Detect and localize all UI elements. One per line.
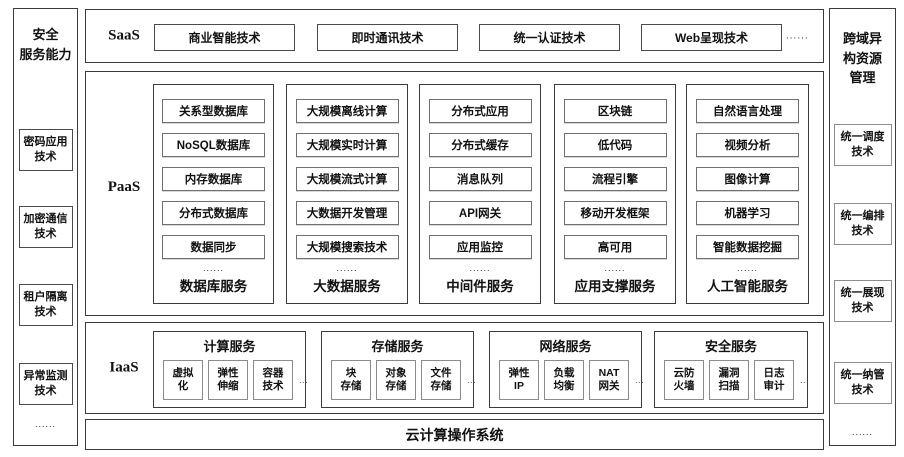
paas-column-middleware-title: 中间件服务 bbox=[446, 279, 514, 294]
left-sidebar-ellipsis: ...... bbox=[34, 419, 56, 429]
iaas-item-cloud-firewall: 云防 火墙 bbox=[664, 360, 704, 400]
iaas-group-network-title: 网络服务 bbox=[539, 339, 592, 354]
iaas-label: IaaS bbox=[109, 359, 139, 376]
paas-layer: PaaS 关系型数据库 NoSQL数据库 内存数据库 分布式数据库 数据同步 .… bbox=[85, 71, 824, 316]
left-item-tenant-isolation-tech: 租户隔离 技术 bbox=[18, 284, 73, 326]
saas-item-unified-authentication: 统一认证技术 bbox=[479, 24, 620, 51]
iaas-item-virtualization: 虚拟 化 bbox=[163, 360, 203, 400]
cloud-os-label: 云计算操作系统 bbox=[405, 426, 504, 443]
paas-item-process-engine: 流程引擎 bbox=[563, 167, 667, 191]
left-sidebar-title: 安全 服务能力 bbox=[19, 27, 72, 62]
paas-item-mobile-dev-framework: 移动开发框架 bbox=[563, 201, 667, 225]
paas-column-app-support-title: 应用支撑服务 bbox=[574, 279, 656, 294]
iaas-item-nat-gateway: NAT 网关 bbox=[589, 360, 629, 400]
paas-item-api-gateway: API网关 bbox=[428, 201, 532, 225]
paas-column-ai-ellipsis: ...... bbox=[736, 263, 758, 273]
paas-item-nlp: 自然语言处理 bbox=[696, 99, 799, 123]
iaas-group-network-ellipsis: ... bbox=[635, 375, 645, 385]
right-sidebar-resource-management: 跨域异 构资源 管理 统一调度 技术 统一编排 技术 统一展现 技术 统一纳管 … bbox=[829, 8, 896, 446]
right-item-unified-orchestration-tech: 统一编排 技术 bbox=[833, 203, 892, 245]
iaas-group-storage-title: 存储服务 bbox=[371, 339, 424, 354]
iaas-item-container-tech: 容器 技术 bbox=[253, 360, 293, 400]
iaas-group-storage-row: 块 存储 对象 存储 文件 存储 ... bbox=[322, 360, 477, 400]
cloud-os-bar: 云计算操作系统 bbox=[85, 419, 824, 450]
paas-column-ai-title: 人工智能服务 bbox=[707, 279, 788, 294]
paas-column-database-title: 数据库服务 bbox=[179, 279, 248, 294]
iaas-group-security-title: 安全服务 bbox=[704, 339, 757, 354]
saas-item-web-presentation: Web呈现技术 bbox=[641, 24, 782, 51]
saas-ellipsis: ...... bbox=[786, 30, 809, 42]
iaas-item-block-storage: 块 存储 bbox=[331, 360, 371, 400]
iaas-group-compute: 计算服务 虚拟 化 弹性 伸缩 容器 技术 ... bbox=[153, 331, 309, 408]
saas-item-instant-messaging: 即时通讯技术 bbox=[317, 24, 458, 51]
paas-item-high-availability: 高可用 bbox=[563, 235, 667, 259]
paas-column-app-support-ellipsis: ...... bbox=[604, 263, 626, 273]
paas-item-nosql-db: NoSQL数据库 bbox=[162, 133, 265, 157]
paas-column-bigdata: 大规模离线计算 大规模实时计算 大规模流式计算 大数据开发管理 大规模搜索技术 … bbox=[286, 84, 408, 304]
iaas-group-security-row: 云防 火墙 漏洞 扫描 日志 审计 ... bbox=[655, 360, 810, 400]
paas-item-video-analysis: 视频分析 bbox=[696, 133, 799, 157]
iaas-item-load-balancing: 负载 均衡 bbox=[544, 360, 584, 400]
paas-item-app-monitoring: 应用监控 bbox=[428, 235, 532, 259]
paas-item-distributed-app: 分布式应用 bbox=[428, 99, 532, 123]
iaas-group-security: 安全服务 云防 火墙 漏洞 扫描 日志 审计 ... bbox=[654, 331, 810, 408]
paas-item-blockchain: 区块链 bbox=[563, 99, 667, 123]
saas-item-business-intelligence: 商业智能技术 bbox=[154, 24, 295, 51]
iaas-item-object-storage: 对象 存储 bbox=[376, 360, 416, 400]
saas-label: SaaS bbox=[108, 27, 140, 44]
paas-label: PaaS bbox=[107, 179, 141, 195]
paas-item-offline-computing: 大规模离线计算 bbox=[295, 99, 399, 123]
right-item-unified-scheduling-tech: 统一调度 技术 bbox=[833, 124, 892, 166]
paas-column-ai: 自然语言处理 视频分析 图像计算 机器学习 智能数据挖掘 ...... 人工智能… bbox=[686, 84, 809, 304]
iaas-item-elastic-scaling: 弹性 伸缩 bbox=[208, 360, 248, 400]
right-item-unified-presentation-tech: 统一展现 技术 bbox=[833, 280, 892, 322]
iaas-item-vulnerability-scanning: 漏洞 扫描 bbox=[709, 360, 749, 400]
iaas-group-storage: 存储服务 块 存储 对象 存储 文件 存储 ... bbox=[321, 331, 477, 408]
paas-item-data-sync: 数据同步 bbox=[162, 235, 265, 259]
right-sidebar-ellipsis: ...... bbox=[851, 427, 873, 437]
paas-item-distributed-db: 分布式数据库 bbox=[162, 201, 265, 225]
paas-column-database-ellipsis: ...... bbox=[202, 263, 224, 273]
paas-item-lowcode: 低代码 bbox=[563, 133, 667, 157]
paas-item-relational-db: 关系型数据库 bbox=[162, 99, 265, 123]
right-sidebar-title: 跨域异 构资源 管理 bbox=[842, 31, 882, 85]
paas-column-middleware-ellipsis: ...... bbox=[469, 263, 491, 273]
paas-column-bigdata-ellipsis: ...... bbox=[336, 263, 358, 273]
paas-column-app-support: 区块链 低代码 流程引擎 移动开发框架 高可用 ...... 应用支撑服务 bbox=[554, 84, 676, 304]
iaas-group-compute-ellipsis: ... bbox=[299, 375, 309, 385]
paas-item-intelligent-data-mining: 智能数据挖掘 bbox=[696, 235, 799, 259]
iaas-group-compute-row: 虚拟 化 弹性 伸缩 容器 技术 ... bbox=[154, 360, 309, 400]
paas-item-distributed-cache: 分布式缓存 bbox=[428, 133, 532, 157]
left-item-anomaly-monitoring-tech: 异常监测 技术 bbox=[18, 363, 73, 405]
paas-column-database: 关系型数据库 NoSQL数据库 内存数据库 分布式数据库 数据同步 ......… bbox=[153, 84, 274, 304]
iaas-layer: IaaS 计算服务 虚拟 化 弹性 伸缩 容器 技术 ... 存储服务 块 存储… bbox=[85, 322, 824, 414]
paas-item-machine-learning: 机器学习 bbox=[696, 201, 799, 225]
iaas-group-compute-title: 计算服务 bbox=[203, 339, 256, 354]
left-item-encrypted-communication-tech: 加密通信 技术 bbox=[18, 206, 73, 248]
right-item-unified-management-tech: 统一纳管 技术 bbox=[833, 362, 892, 404]
left-sidebar-security-capabilities: 安全 服务能力 密码应用 技术 加密通信 技术 租户隔离 技术 异常监测 技术 … bbox=[13, 8, 78, 446]
iaas-group-network-row: 弹性 IP 负载 均衡 NAT 网关 ... bbox=[490, 360, 645, 400]
paas-item-realtime-computing: 大规模实时计算 bbox=[295, 133, 399, 157]
iaas-group-security-ellipsis: ... bbox=[800, 375, 810, 385]
paas-item-search-tech: 大规模搜索技术 bbox=[295, 235, 399, 259]
paas-item-bigdata-dev-management: 大数据开发管理 bbox=[295, 201, 399, 225]
iaas-item-file-storage: 文件 存储 bbox=[421, 360, 461, 400]
paas-item-message-queue: 消息队列 bbox=[428, 167, 532, 191]
iaas-group-storage-ellipsis: ... bbox=[467, 375, 477, 385]
iaas-item-log-audit: 日志 审计 bbox=[754, 360, 794, 400]
paas-column-bigdata-title: 大数据服务 bbox=[313, 279, 381, 294]
paas-item-inmemory-db: 内存数据库 bbox=[162, 167, 265, 191]
paas-item-image-computing: 图像计算 bbox=[696, 167, 799, 191]
paas-item-stream-computing: 大规模流式计算 bbox=[295, 167, 399, 191]
saas-layer: SaaS 商业智能技术 即时通讯技术 统一认证技术 Web呈现技术 ...... bbox=[85, 9, 824, 63]
paas-column-middleware: 分布式应用 分布式缓存 消息队列 API网关 应用监控 ...... 中间件服务 bbox=[419, 84, 541, 304]
iaas-group-network: 网络服务 弹性 IP 负载 均衡 NAT 网关 ... bbox=[489, 331, 645, 408]
left-item-password-application-tech: 密码应用 技术 bbox=[18, 129, 73, 171]
iaas-item-elastic-ip: 弹性 IP bbox=[499, 360, 539, 400]
